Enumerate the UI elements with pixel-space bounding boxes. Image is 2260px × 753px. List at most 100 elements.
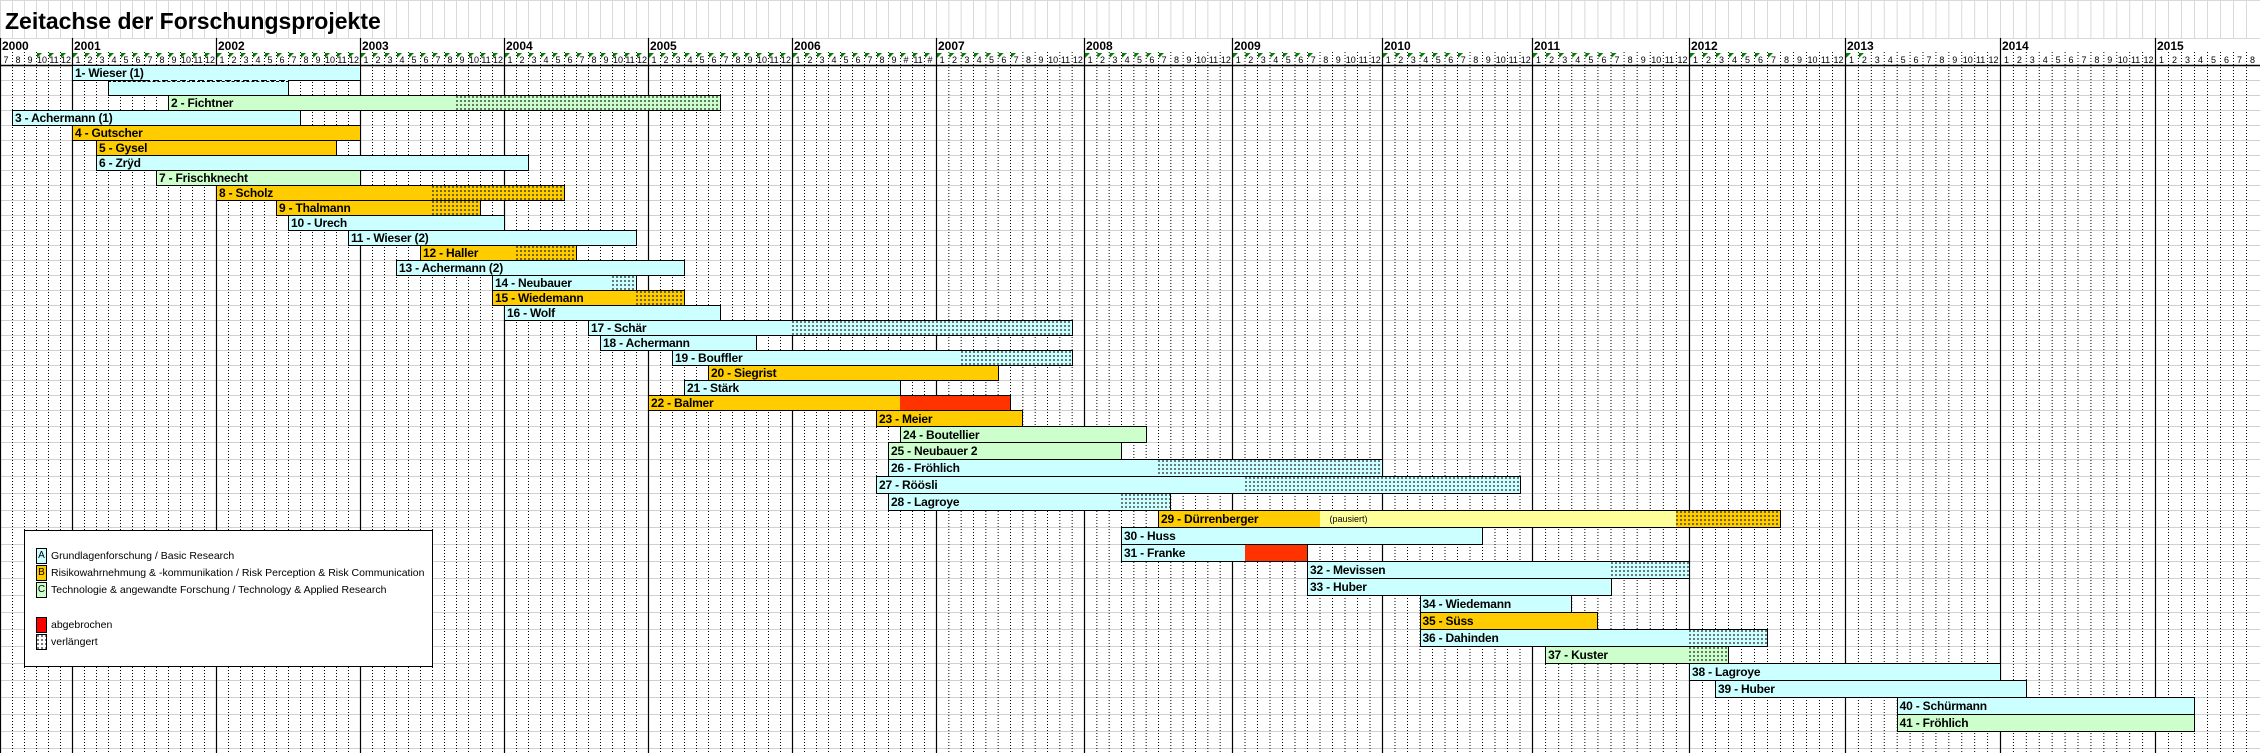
comment-marker-icon xyxy=(1408,53,1413,58)
month-label: 8 xyxy=(1026,55,1031,65)
month-label: 8 xyxy=(1628,55,1633,65)
month-label: 12 xyxy=(349,55,359,65)
comment-marker-icon xyxy=(361,53,366,58)
month-label: 1 xyxy=(2004,55,2009,65)
month-label: 9 xyxy=(1336,55,1341,65)
comment-marker-icon xyxy=(1011,53,1016,58)
comment-marker-icon xyxy=(961,53,967,58)
comment-marker-icon xyxy=(157,53,162,58)
month-label: 10 xyxy=(2118,55,2128,65)
month-label: 12 xyxy=(1833,55,1843,65)
month-label: 7 xyxy=(1771,55,1776,65)
month-label: 4 xyxy=(1575,55,1580,65)
comment-marker-icon xyxy=(469,53,474,58)
month-label: 11 xyxy=(337,55,346,65)
year-label: 2015 xyxy=(2157,39,2184,53)
comment-marker-icon xyxy=(853,53,858,58)
project-label: 6 - Zrÿd xyxy=(99,156,141,170)
year-label: 2001 xyxy=(74,39,101,53)
project-label: 14 - Neubauer xyxy=(495,276,572,290)
year-label: 2014 xyxy=(2002,39,2029,53)
month-label: 5 xyxy=(2211,55,2216,65)
comment-marker-icon xyxy=(1611,53,1617,58)
month-label: 1 xyxy=(1386,55,1391,65)
project-bar: 11 - Wieser (2) xyxy=(348,230,637,246)
month-label: 1 xyxy=(2159,55,2164,65)
month-label: 12 xyxy=(1221,55,1231,65)
project-bar: 13 - Achermann (2) xyxy=(396,260,685,276)
comment-marker-icon xyxy=(601,53,606,58)
comment-marker-icon xyxy=(721,53,726,58)
month-label: 2 xyxy=(807,55,812,65)
month-label: 7 xyxy=(867,55,872,65)
project-label: 21 - Stärk xyxy=(687,381,740,395)
year-label: 2010 xyxy=(1384,39,1411,53)
project-bar: 12 - Haller xyxy=(420,245,577,261)
month-label: 10 xyxy=(469,55,479,65)
project-bar: 14 - Neubauer xyxy=(492,275,637,291)
project-bar: 10 - Urech xyxy=(288,215,505,231)
project-label: 19 - Bouffler xyxy=(675,351,743,365)
month-label: 7 xyxy=(1615,55,1620,65)
comment-marker-icon xyxy=(529,53,534,58)
comment-marker-icon xyxy=(1716,53,1721,58)
month-label: 2 xyxy=(1549,55,1554,65)
chart-title: Zeitachse der Forschungsprojekte xyxy=(5,8,381,34)
comment-marker-icon xyxy=(1846,53,1851,58)
comment-marker-icon xyxy=(697,53,702,58)
month-label: 3 xyxy=(243,55,248,65)
comment-marker-icon xyxy=(1383,53,1388,58)
month-label: 9 xyxy=(603,55,608,65)
project-label: 39 - Huber xyxy=(1718,682,1775,696)
comment-marker-icon xyxy=(421,53,426,58)
project-bar: 4 - Gutscher xyxy=(72,125,361,141)
month-label: 4 xyxy=(1273,55,1278,65)
comment-marker-icon xyxy=(265,53,270,58)
month-label: 11 xyxy=(1061,55,1070,65)
comment-marker-icon xyxy=(97,53,102,58)
month-label: 1 xyxy=(651,55,656,65)
month-label: 12 xyxy=(1989,55,1999,65)
project-label: 11 - Wieser (2) xyxy=(351,231,429,245)
month-label: 6 xyxy=(1601,55,1606,65)
month-label: 2 xyxy=(663,55,668,65)
project-label: 40 - Schürmann xyxy=(1899,699,1987,713)
extension-segment xyxy=(1689,630,1767,646)
month-label: 2 xyxy=(1862,55,1867,65)
project-label: 16 - Wolf xyxy=(507,306,555,320)
month-label: 6 xyxy=(2224,55,2229,65)
project-bar: 17 - Schär xyxy=(588,320,1073,336)
legend-item-basic-research: A Grundlagenforschung / Basic Research xyxy=(36,547,234,564)
comment-marker-icon xyxy=(1433,53,1438,58)
project-bar: 8 - Scholz xyxy=(216,185,565,201)
month-label: 9 xyxy=(1038,55,1043,65)
comment-marker-icon xyxy=(613,53,618,58)
month-label: 11 xyxy=(1209,55,1218,65)
project-bar: 7 - Frischknecht xyxy=(156,170,361,186)
month-label: 9 xyxy=(891,55,896,65)
comment-marker-icon xyxy=(1420,53,1426,58)
month-label: 8 xyxy=(1939,55,1944,65)
comment-marker-icon xyxy=(301,53,306,58)
month-label: 1 xyxy=(219,55,224,65)
project-label: 7 - Frischknecht xyxy=(159,171,248,185)
month-label: 2 xyxy=(375,55,380,65)
legend-label: verlängert xyxy=(51,635,98,648)
comment-marker-icon xyxy=(505,53,510,58)
comment-marker-icon xyxy=(217,53,222,58)
project-bar: 6 - Zrÿd xyxy=(96,155,529,171)
project-label: 25 - Neubauer 2 xyxy=(891,444,978,458)
month-label: 4 xyxy=(1732,55,1737,65)
comment-marker-icon xyxy=(673,53,678,58)
month-label: 9 xyxy=(1641,55,1646,65)
paused-segment: (pausiert) xyxy=(1319,511,1676,527)
month-label: 6 xyxy=(711,55,716,65)
month-label: 10 xyxy=(325,55,335,65)
month-label: 6 xyxy=(2069,55,2074,65)
project-label: 9 - Thalmann xyxy=(279,201,351,215)
month-label: 2 xyxy=(1248,55,1253,65)
project-bar: 35 - Süss xyxy=(1419,612,1599,630)
month-label: 5 xyxy=(699,55,704,65)
comment-marker-icon xyxy=(577,53,582,58)
month-label: 8 xyxy=(2250,55,2255,65)
